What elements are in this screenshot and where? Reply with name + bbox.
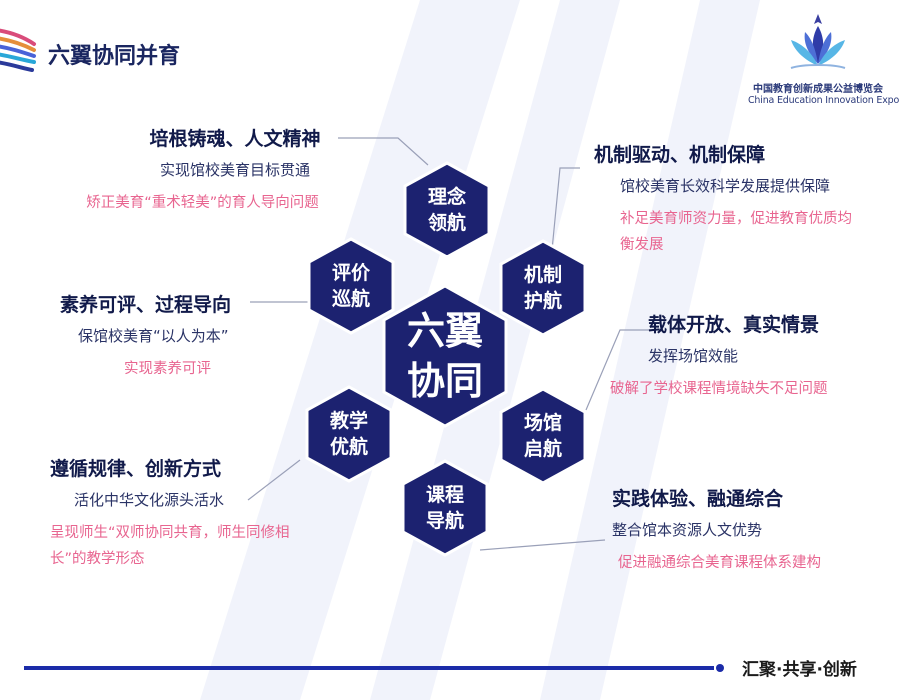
block-mechanism: 机制驱动、机制保障 馆校美育长效科学发展提供保障 补足美育师资力量，促进教育优质… xyxy=(594,140,864,258)
block-mechanism-heading: 机制驱动、机制保障 xyxy=(594,144,766,166)
footer-bar xyxy=(24,666,714,670)
block-evaluation-sub: 保馆校美育“以人为本” xyxy=(78,327,229,345)
footer-bar-dot xyxy=(716,664,724,672)
block-evaluation-heading: 素养可评、过程导向 xyxy=(60,294,232,316)
block-idea: 培根铸魂、人文精神 实现馆校美育目标贯通 矫正美育“重术轻美”的育人导向问题 xyxy=(86,124,340,216)
expo-logo: 中国教育创新成果公益博览会 China Education Innovation… xyxy=(748,12,900,106)
block-venue-note: 破解了学校课程情境缺失不足问题 xyxy=(610,381,828,397)
page-title: 六翼协同并育 xyxy=(48,44,181,69)
expo-name-cn: 中国教育创新成果公益博览会 xyxy=(753,84,883,95)
block-mechanism-note: 补足美育师资力量，促进教育优质均衡发展 xyxy=(620,211,852,253)
block-course: 实践体验、融通综合 整合馆本资源人文优势 促进融通综合美育课程体系建构 xyxy=(612,484,882,576)
lotus-icon xyxy=(790,14,846,69)
block-venue: 载体开放、真实情景 发挥场馆效能 破解了学校课程情境缺失不足问题 xyxy=(610,310,880,402)
block-teaching: 遵循规律、创新方式 活化中华文化源头活水 呈现师生“双师协同共育，师生同修相长”… xyxy=(50,454,300,572)
block-idea-sub: 实现馆校美育目标贯通 xyxy=(159,161,310,179)
hex-venue[interactable]: 场馆 启航 xyxy=(498,386,588,486)
hex-course-label: 课程 导航 xyxy=(425,484,464,532)
block-idea-heading: 培根铸魂、人文精神 xyxy=(149,128,321,150)
block-teaching-note: 呈现师生“双师协同共育，师生同修相长”的教学形态 xyxy=(50,525,290,567)
block-evaluation-note: 实现素养可评 xyxy=(124,361,211,377)
connector-course xyxy=(479,539,606,551)
block-teaching-sub: 活化中华文化源头活水 xyxy=(74,491,225,509)
footer-slogan: 汇聚·共享·创新 xyxy=(742,660,857,680)
hex-idea-label: 理念 领航 xyxy=(427,186,466,234)
block-course-sub: 整合馆本资源人文优势 xyxy=(612,521,763,539)
hex-center-label: 六翼 协同 xyxy=(406,309,483,403)
corner-stripe-logo xyxy=(0,28,36,72)
hex-idea[interactable]: 理念 领航 xyxy=(402,160,492,260)
block-idea-note: 矫正美育“重术轻美”的育人导向问题 xyxy=(86,195,319,211)
block-venue-sub: 发挥场馆效能 xyxy=(648,347,739,365)
block-evaluation: 素养可评、过程导向 保馆校美育“以人为本” 实现素养可评 xyxy=(60,290,310,382)
block-course-note: 促进融通综合美育课程体系建构 xyxy=(618,555,821,571)
hex-mechanism-label: 机制 护航 xyxy=(523,264,562,312)
hex-mechanism[interactable]: 机制 护航 xyxy=(498,238,588,338)
block-course-heading: 实践体验、融通综合 xyxy=(612,488,784,510)
hex-venue-label: 场馆 启航 xyxy=(523,412,562,460)
hex-center[interactable]: 六翼 协同 xyxy=(380,282,510,430)
expo-name-en: China Education Innovation Expo xyxy=(748,95,900,106)
hex-course[interactable]: 课程 导航 xyxy=(400,458,490,558)
block-mechanism-sub: 馆校美育长效科学发展提供保障 xyxy=(620,177,831,195)
block-venue-heading: 载体开放、真实情景 xyxy=(648,314,820,336)
block-teaching-heading: 遵循规律、创新方式 xyxy=(50,458,222,480)
